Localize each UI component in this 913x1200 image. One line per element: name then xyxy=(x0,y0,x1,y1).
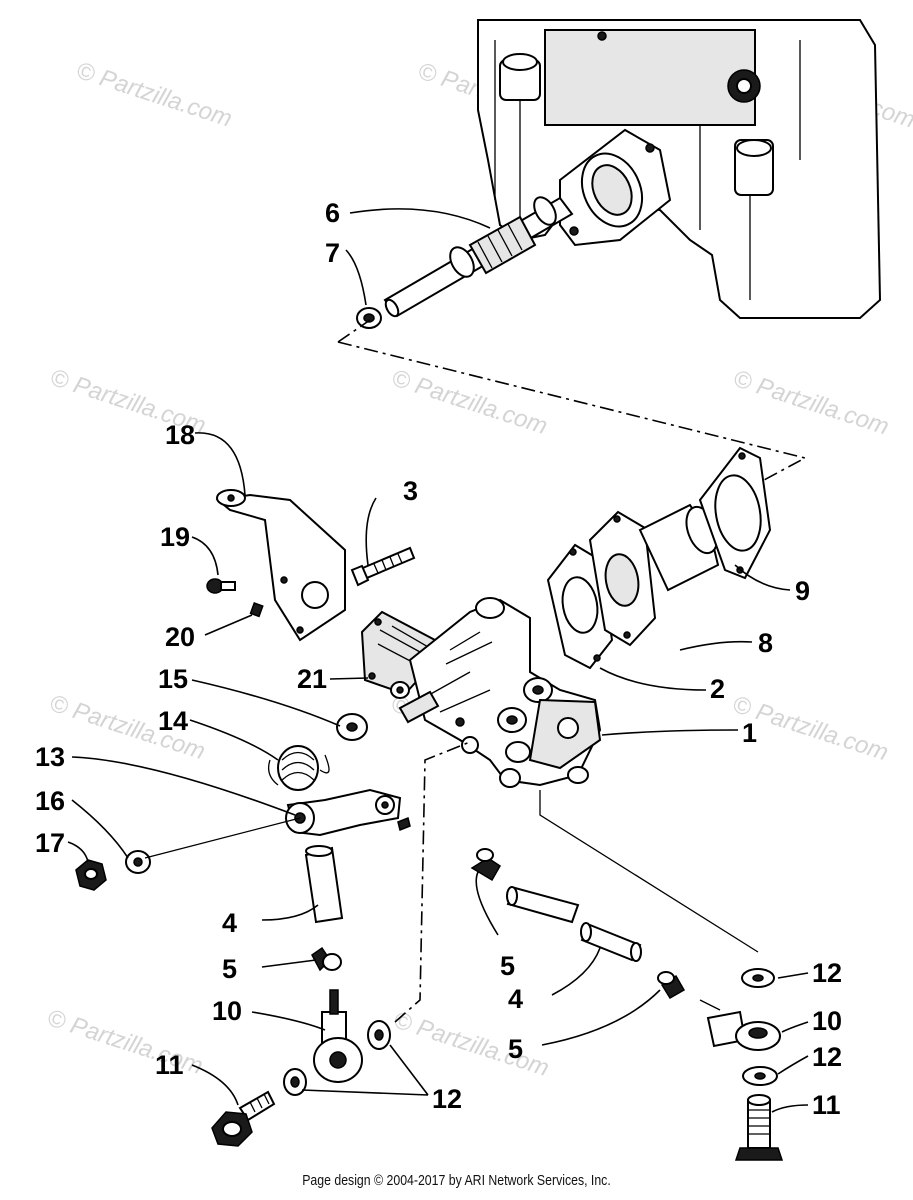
bolt-3 xyxy=(350,546,416,587)
banjo-bolt-left xyxy=(211,1090,276,1147)
callout-12: 12 xyxy=(432,1084,462,1114)
callout-14: 14 xyxy=(158,706,188,736)
callout-18: 18 xyxy=(165,420,195,450)
callout-19: 19 xyxy=(160,522,190,552)
watermark: © Partzilla.com xyxy=(388,364,550,440)
copyright-footer: Page design © 2004-2017 by ARI Network S… xyxy=(302,1172,611,1189)
callout-20: 20 xyxy=(165,622,195,652)
washer-12-left-a xyxy=(367,1020,391,1050)
washer-15 xyxy=(336,713,368,741)
callout-12: 12 xyxy=(812,958,842,988)
callout-7: 7 xyxy=(325,238,340,268)
callout-10: 10 xyxy=(212,996,242,1026)
callout-13: 13 xyxy=(35,742,65,772)
watermark: © Partzilla.com xyxy=(73,57,235,133)
callout-2: 2 xyxy=(710,674,725,704)
callout-5: 5 xyxy=(222,954,237,984)
callout-17: 17 xyxy=(35,828,65,858)
callout-11: 11 xyxy=(812,1090,841,1120)
engine-crankcase xyxy=(477,19,882,319)
callout-21: 21 xyxy=(297,664,327,694)
lever-13 xyxy=(285,788,411,837)
banjo-bolt-right xyxy=(734,1094,784,1161)
callout-4: 4 xyxy=(508,984,523,1014)
callout-3: 3 xyxy=(403,476,418,506)
clamp-right-bottom xyxy=(657,971,686,1000)
exploded-parts-diagram: © Partzilla.com © Partzilla.com © Partzi… xyxy=(35,19,913,1161)
callout-6: 6 xyxy=(325,198,340,228)
oil-pump-body xyxy=(390,597,602,788)
callout-5: 5 xyxy=(500,951,515,981)
assembly-line xyxy=(144,817,301,859)
oil-line-right xyxy=(506,886,642,962)
callout-12: 12 xyxy=(812,1042,842,1072)
spring-14 xyxy=(267,745,330,791)
callout-8: 8 xyxy=(758,628,773,658)
callout-labels: 6 7 18 3 19 9 20 8 21 2 15 1 14 13 16 17… xyxy=(35,198,842,1120)
clamp-left xyxy=(311,946,342,972)
banjo-fitting-right xyxy=(706,1010,781,1051)
assembly-line xyxy=(699,999,721,1011)
washer-12-right-a xyxy=(741,968,775,988)
callout-16: 16 xyxy=(35,786,65,816)
nut-17 xyxy=(75,859,107,891)
callout-5: 5 xyxy=(508,1034,523,1064)
clamp-right-top xyxy=(470,848,501,882)
callout-9: 9 xyxy=(795,576,810,606)
washer-7 xyxy=(356,307,382,329)
washer-12-right-b xyxy=(742,1066,778,1086)
watermark: © Partzilla.com xyxy=(730,365,892,441)
oil-line-left xyxy=(304,845,344,924)
banjo-fitting-left xyxy=(313,989,363,1083)
adapter-8 xyxy=(588,503,720,647)
callout-11: 11 xyxy=(155,1050,184,1080)
callout-4: 4 xyxy=(222,908,237,938)
callout-10: 10 xyxy=(812,1006,842,1036)
screw-19 xyxy=(206,578,236,594)
bracket-18 xyxy=(215,489,346,642)
drive-shaft-gear xyxy=(383,196,574,318)
callout-1: 1 xyxy=(742,718,757,748)
gasket-9 xyxy=(698,446,772,580)
leader-lines xyxy=(67,208,809,1113)
washer-16 xyxy=(125,850,151,874)
lock-washer-20 xyxy=(249,602,264,618)
watermark: © Partzilla.com xyxy=(390,1006,552,1082)
callout-15: 15 xyxy=(158,664,188,694)
assembly-line xyxy=(539,790,759,953)
washer-12-left-b xyxy=(283,1068,307,1096)
assembly-line xyxy=(394,741,471,1023)
